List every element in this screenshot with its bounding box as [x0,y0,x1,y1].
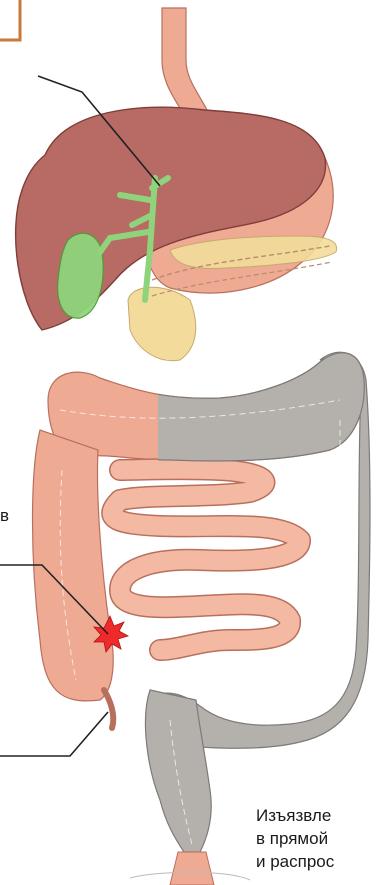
caption-line-1: Изъязвле [256,805,334,828]
caption-line-3: и распрос [256,851,334,874]
appendix [104,690,113,728]
anal-canal [170,852,214,885]
esophagus [162,8,208,122]
ascending-colon [33,430,114,701]
gallbladder [58,233,104,318]
partial-label: в [0,505,9,526]
callout-box-corner [0,0,20,40]
callout-line-appendix [0,712,108,756]
caption-line-2: в прямой [256,828,334,851]
duodenum [128,287,196,360]
caption: Изъязвле в прямой и распрос [256,805,334,874]
